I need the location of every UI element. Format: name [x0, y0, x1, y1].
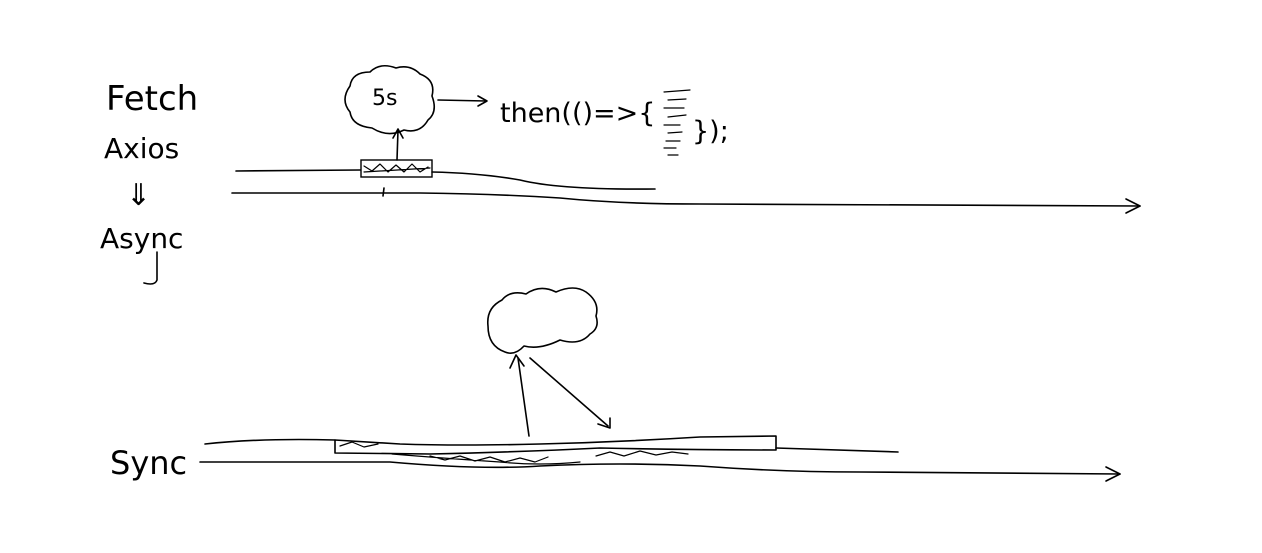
async-timeline-arrow-icon — [1125, 198, 1141, 214]
sync-cloud-icon — [486, 287, 598, 354]
sync-return-arrow — [529, 357, 609, 427]
sync-return-arrow-head-icon — [597, 417, 611, 429]
async-task-line — [235, 169, 656, 190]
sync-timeline — [199, 461, 1121, 475]
sync-timeline-arrow-icon — [1105, 466, 1121, 482]
then-code: then(()=>{ — [500, 98, 655, 129]
sync-blocking-box — [334, 435, 777, 455]
then-arrow-head-icon — [477, 95, 488, 107]
sync-up-arrow-head-icon — [509, 354, 525, 369]
async-up-arrow — [396, 129, 399, 161]
then-arrow — [437, 99, 487, 102]
label-axios: Axios — [104, 132, 179, 165]
then-body-scribble — [663, 89, 691, 156]
async-hook-stroke — [143, 251, 158, 285]
cloud-label-5s: 5s — [372, 86, 397, 111]
async-tick — [382, 187, 385, 197]
sync-up-arrow — [517, 357, 530, 437]
async-up-arrow-head-icon — [392, 128, 404, 139]
async-cloud-icon — [344, 64, 436, 135]
sync-box-scribble — [339, 441, 689, 465]
async-box-scribble — [363, 163, 431, 173]
label-fetch: Fetch — [106, 79, 198, 119]
label-sync: Sync — [110, 444, 187, 482]
then-code-close: }); — [692, 116, 729, 147]
async-timeline — [231, 192, 1141, 207]
label-async: Async — [100, 222, 183, 255]
down-arrow-icon: ⇓ — [126, 178, 151, 213]
sync-task-line — [204, 438, 899, 453]
